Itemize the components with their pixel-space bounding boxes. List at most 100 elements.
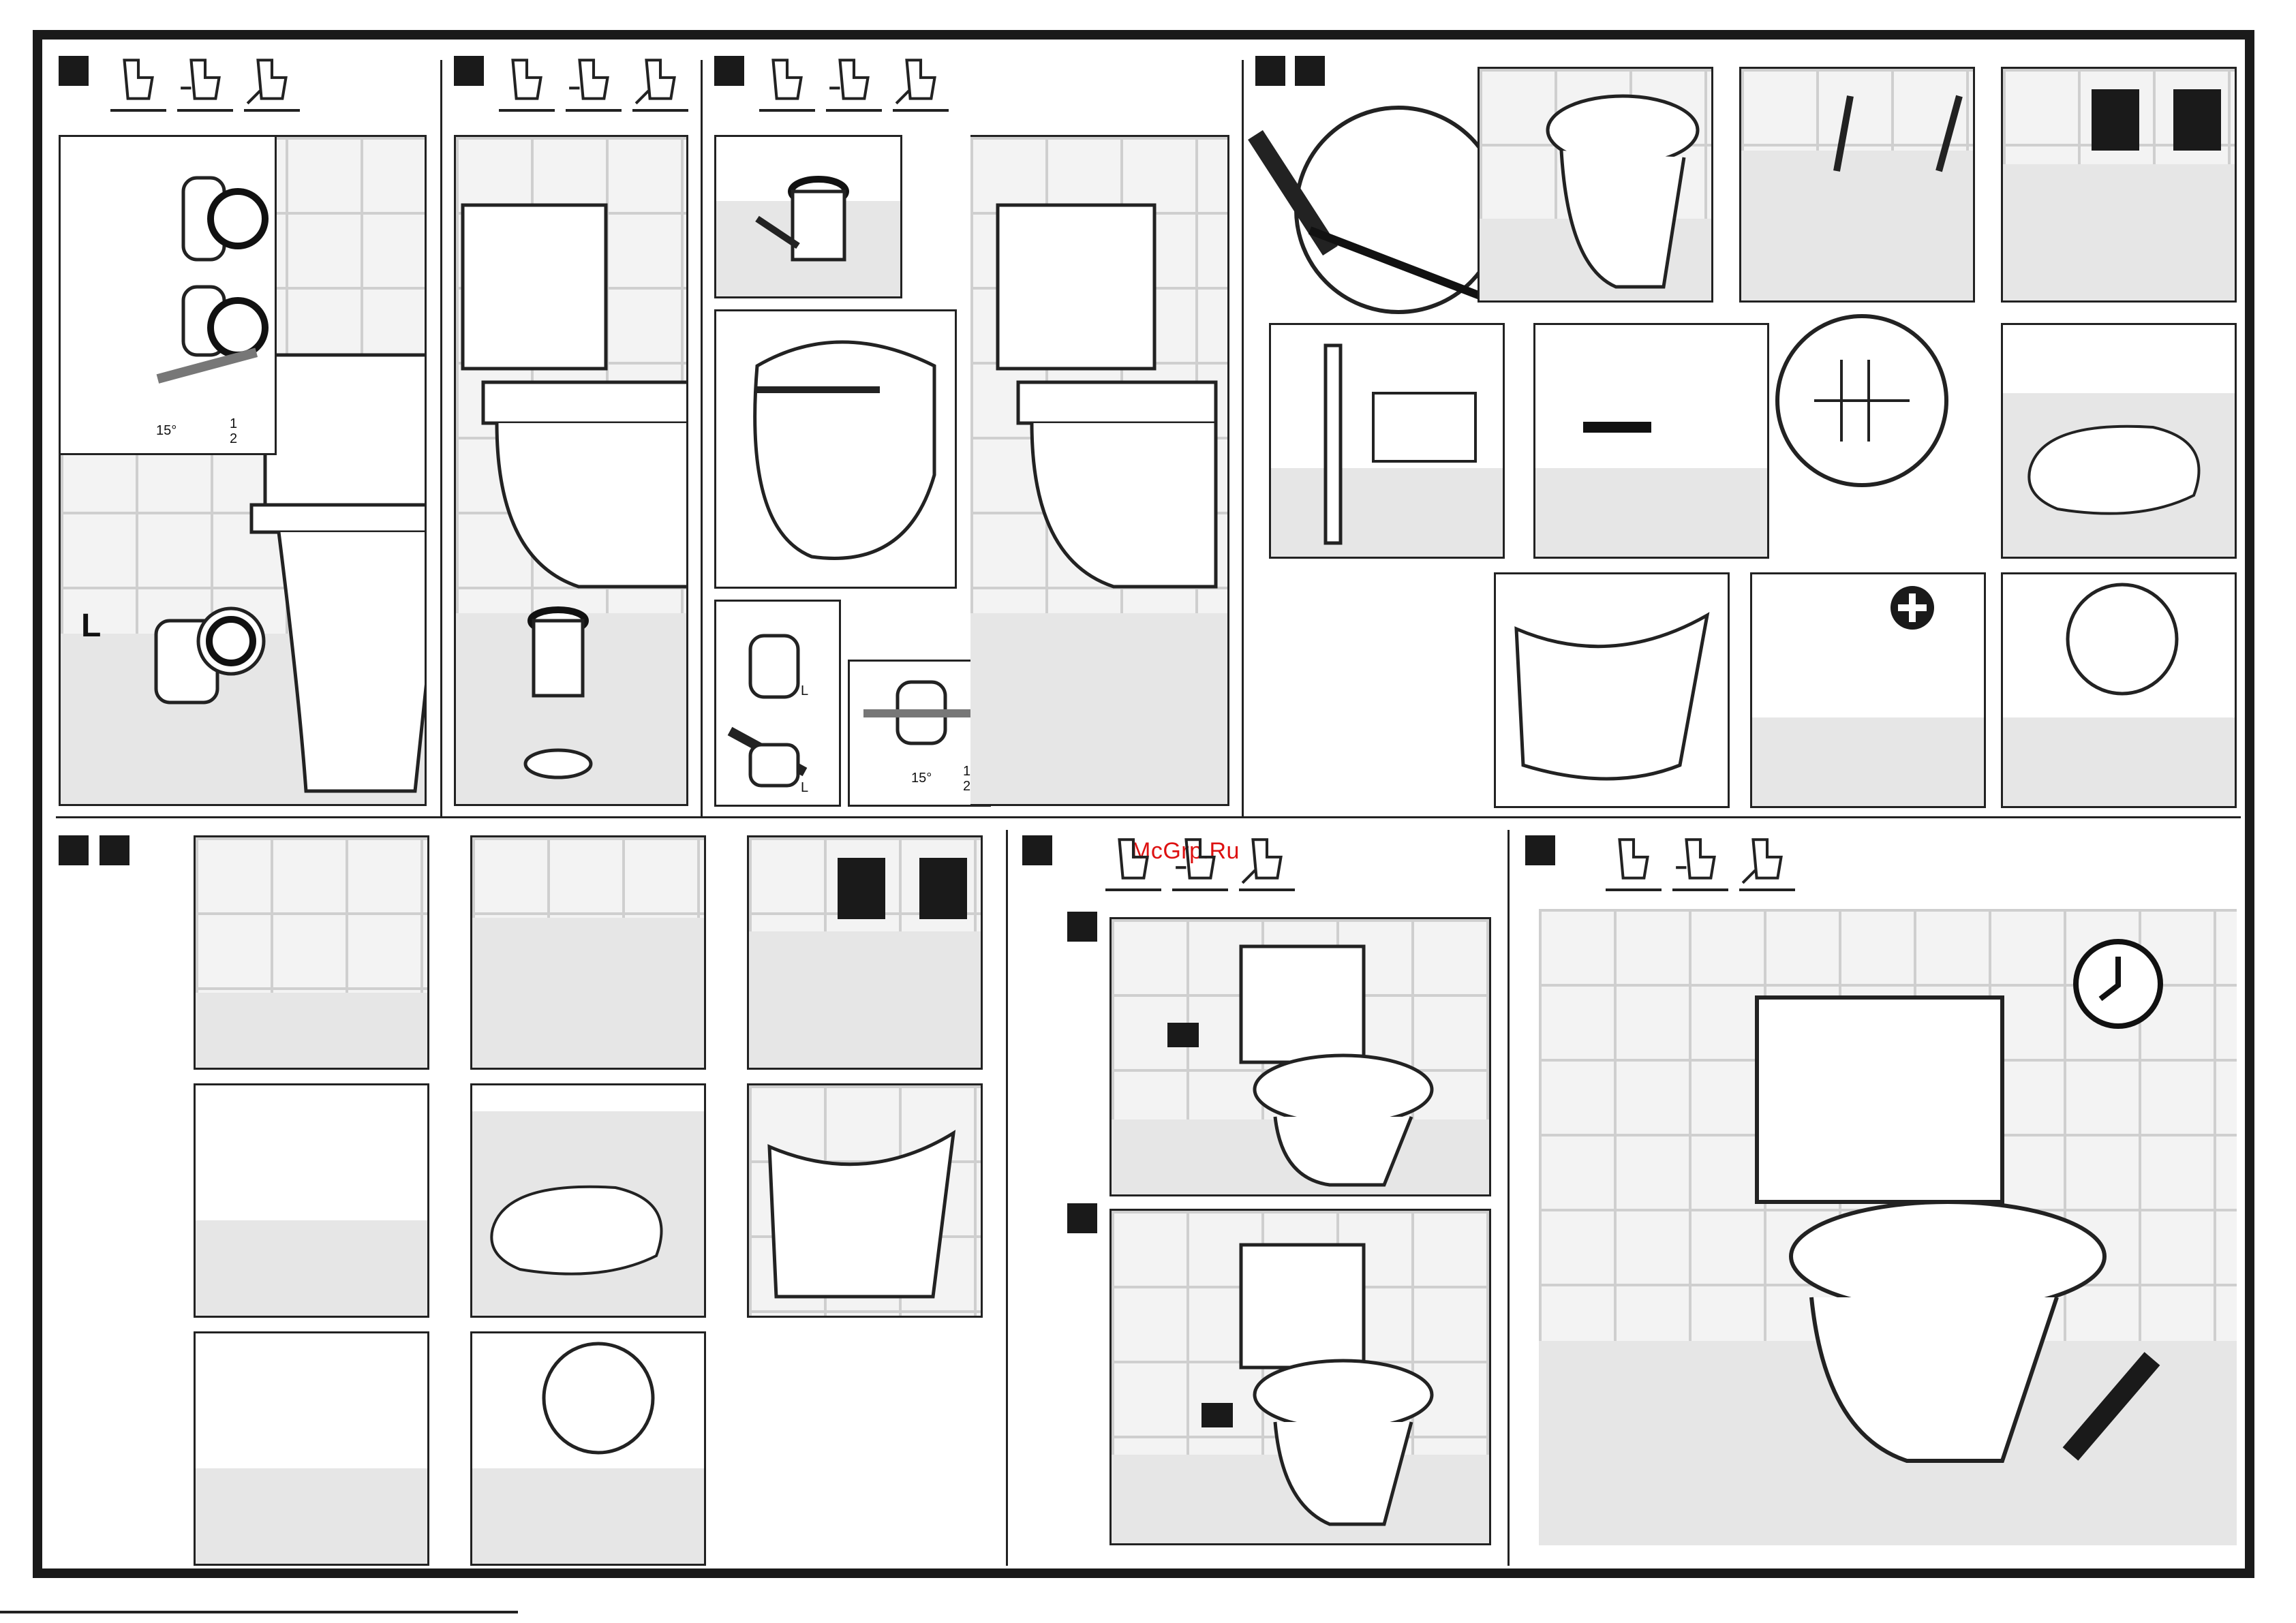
plus-icon <box>1888 584 1936 632</box>
pipe-connector <box>149 600 272 723</box>
connector-cut-detail <box>102 164 265 409</box>
scene-mark-floor <box>1739 67 1975 303</box>
toilet-type-icons <box>1105 833 1295 891</box>
scene-floor-connection <box>454 135 688 806</box>
step-marker <box>100 835 129 865</box>
fraction-denominator: 2 <box>230 431 237 447</box>
divider <box>701 60 703 816</box>
cap-detail <box>2064 581 2180 697</box>
measure-detail <box>1773 312 1950 489</box>
bowl-base <box>756 1106 960 1310</box>
pencil-mark-detail <box>1255 94 1501 326</box>
divider <box>56 816 2241 818</box>
angle-label: 15° <box>156 423 177 439</box>
scene-bolt-install <box>1533 323 1769 559</box>
fraction-numerator: 1 <box>230 416 237 432</box>
toilet-wall-outlet-icon <box>1172 833 1228 891</box>
toilet-illustration <box>1227 933 1445 1192</box>
toilet-floor-outlet-icon <box>110 53 166 112</box>
drill-icon <box>831 851 981 974</box>
step-marker <box>454 56 484 86</box>
toilet-wall-outlet-icon <box>177 53 233 112</box>
scene-cap-fix <box>2001 572 2237 808</box>
length-label: L <box>81 607 101 645</box>
toilet-wall-outlet-icon <box>1672 833 1728 891</box>
toilet-type-icons <box>1606 833 1795 891</box>
scene-floor-connection-alt <box>970 135 1229 806</box>
step-marker <box>1067 912 1097 942</box>
bowl-cutaway <box>730 325 948 577</box>
scene-water-hookup-left <box>1109 917 1491 1196</box>
fraction-denominator: 2 <box>963 779 970 794</box>
toilet-illustration <box>1730 984 2111 1474</box>
connector-bevel-detail <box>857 668 986 757</box>
divider <box>1006 830 1008 1566</box>
toilet-floor-outlet-icon <box>759 53 815 112</box>
toilet-illustration <box>984 178 1216 600</box>
step-marker <box>714 56 744 86</box>
inset-bowl-measure <box>714 309 957 589</box>
sealant-gun-icon <box>2057 1331 2179 1468</box>
step-marker <box>59 835 89 865</box>
toilet-bowl <box>1507 89 1698 294</box>
toilet-type-icons <box>110 53 300 112</box>
scene-drill-floor <box>747 835 983 1070</box>
inset-connector-bevel: 15° 1 2 <box>848 660 991 807</box>
connector-with-pencil <box>744 164 880 280</box>
scene-cap-install <box>470 1331 706 1566</box>
manual-icon <box>1166 1021 1200 1049</box>
fraction-numerator: 1 <box>963 764 970 779</box>
instruction-sheet: L 15° 1 2 <box>33 30 2254 1578</box>
divider <box>1507 830 1510 1566</box>
toilet-angled-outlet-icon <box>1239 833 1295 891</box>
length-label: L <box>801 683 808 699</box>
scene-drill-floor <box>2001 67 2237 303</box>
step-marker <box>59 56 89 86</box>
manual-icon <box>1200 1402 1234 1429</box>
toilet-wall-outlet-icon <box>826 53 882 112</box>
drill-icon <box>2085 82 2235 205</box>
floor-plate <box>2017 414 2221 523</box>
bowl-base <box>1503 588 1721 792</box>
toilet-angled-outlet-icon <box>632 53 688 112</box>
step-marker <box>1022 835 1052 865</box>
drill-bit-and-anchors <box>1312 339 1489 550</box>
toilet-angled-outlet-icon <box>244 53 300 112</box>
toilet-type-icons <box>759 53 949 112</box>
pencil-icon <box>1823 89 1973 198</box>
step-marker <box>1525 835 1555 865</box>
toilet-angled-outlet-icon <box>893 53 949 112</box>
scene-bowl-position <box>1478 67 1713 303</box>
floor-plate <box>479 1174 684 1283</box>
scene-drill-bit <box>194 1083 429 1318</box>
scene-water-hookup-right <box>1109 1209 1491 1545</box>
toilet-floor-outlet-icon <box>1606 833 1662 891</box>
inset-connector-detail: 15° 1 2 <box>59 135 277 455</box>
inset-connector-cut: L L <box>714 600 841 807</box>
step-marker <box>1255 56 1285 86</box>
divider <box>440 60 442 816</box>
length-label: L <box>801 780 808 796</box>
inset-connector-mark <box>714 135 902 298</box>
toilet-floor-outlet-icon <box>499 53 555 112</box>
angle-label: 15° <box>911 771 932 786</box>
step-marker <box>1067 1203 1097 1233</box>
scene-mark-floor <box>470 835 706 1070</box>
toilet-type-icons <box>499 53 688 112</box>
toilet-floor-outlet-icon <box>1105 833 1161 891</box>
scene-bolts-anchors <box>194 1331 429 1566</box>
step-marker <box>1295 56 1325 86</box>
toilet-angled-outlet-icon <box>1739 833 1795 891</box>
scene-drill-bit <box>1269 323 1505 559</box>
divider <box>1242 60 1244 816</box>
scene-bowl-base <box>1494 572 1730 808</box>
toilet-illustration <box>456 178 688 600</box>
wrench-icon <box>1576 407 1658 448</box>
floor-connector <box>510 600 606 791</box>
toilet-wall-outlet-icon <box>566 53 622 112</box>
footer-rule <box>0 1611 518 1613</box>
cap-detail <box>540 1340 656 1456</box>
scene-bowl-position <box>194 835 429 1070</box>
scene-final-sealing <box>1539 909 2237 1545</box>
scene-floor-bolts <box>2001 323 2237 559</box>
